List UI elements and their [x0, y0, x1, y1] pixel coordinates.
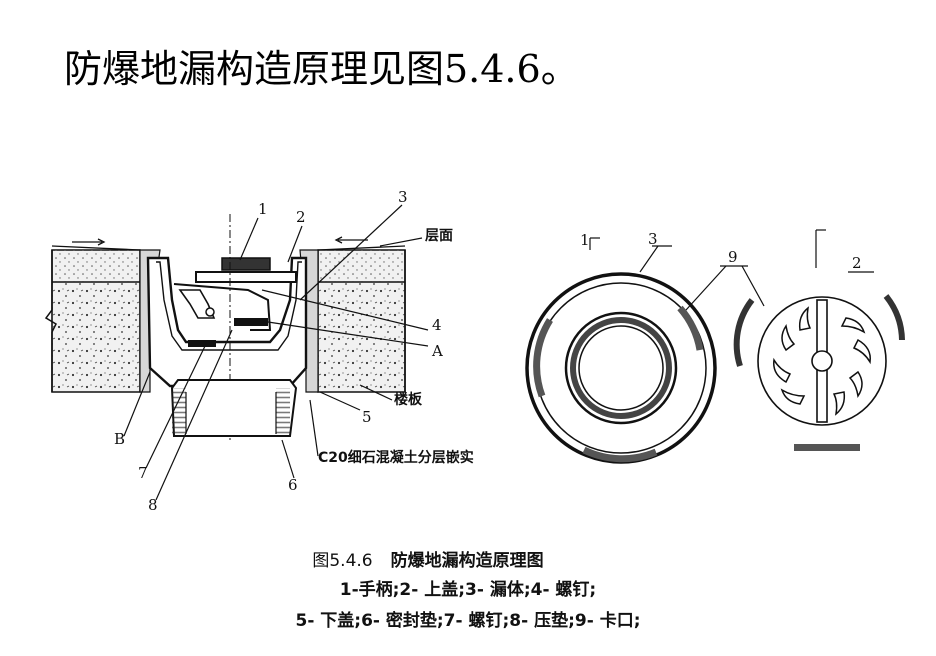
handle: [221, 257, 271, 271]
label-8: 8: [148, 496, 158, 514]
section-view: 1 2 3 层面 4 A 楼板 5 C20细石混凝土分层嵌实 6 B 7 8: [44, 188, 474, 514]
label-3: 3: [398, 188, 408, 206]
gasket-left: [188, 340, 216, 347]
figure-caption-title: 防爆地漏构造原理图: [390, 551, 544, 571]
legend-line-1: 1-手柄;2- 上盖;3- 漏体;4- 螺钉;: [339, 580, 597, 600]
label-floor-slab: 楼板: [394, 391, 423, 408]
label-A: A: [431, 342, 443, 360]
label-concrete-note: C20细石混凝土分层嵌实: [318, 449, 474, 466]
label-6: 6: [288, 476, 298, 494]
label-B: B: [114, 430, 125, 448]
label-floor-surface: 层面: [425, 228, 453, 244]
plan-label-1: 1: [580, 231, 590, 249]
gasket-right: [234, 318, 268, 326]
label-1: 1: [258, 200, 268, 218]
clip-callout: 9: [685, 248, 765, 311]
plan-view-body: 1 3: [525, 230, 717, 464]
figure-number: 图5.4.6: [312, 551, 373, 571]
label-5: 5: [362, 408, 372, 426]
legend-line-2: 5- 下盖;6- 密封垫;7- 螺钉;8- 压垫;9- 卡口;: [295, 611, 641, 631]
page-title: 防爆地漏构造原理见图5.4.6。: [64, 47, 579, 91]
label-7: 7: [138, 464, 148, 482]
plan-label-9: 9: [728, 248, 738, 266]
figure-caption: 图5.4.6 防爆地漏构造原理图: [0, 546, 896, 571]
label-4: 4: [432, 316, 442, 334]
label-2: 2: [296, 208, 306, 226]
plan-label-2: 2: [852, 254, 862, 272]
plan-label-3: 3: [648, 230, 658, 248]
plan-view-cover: 2: [733, 229, 905, 451]
